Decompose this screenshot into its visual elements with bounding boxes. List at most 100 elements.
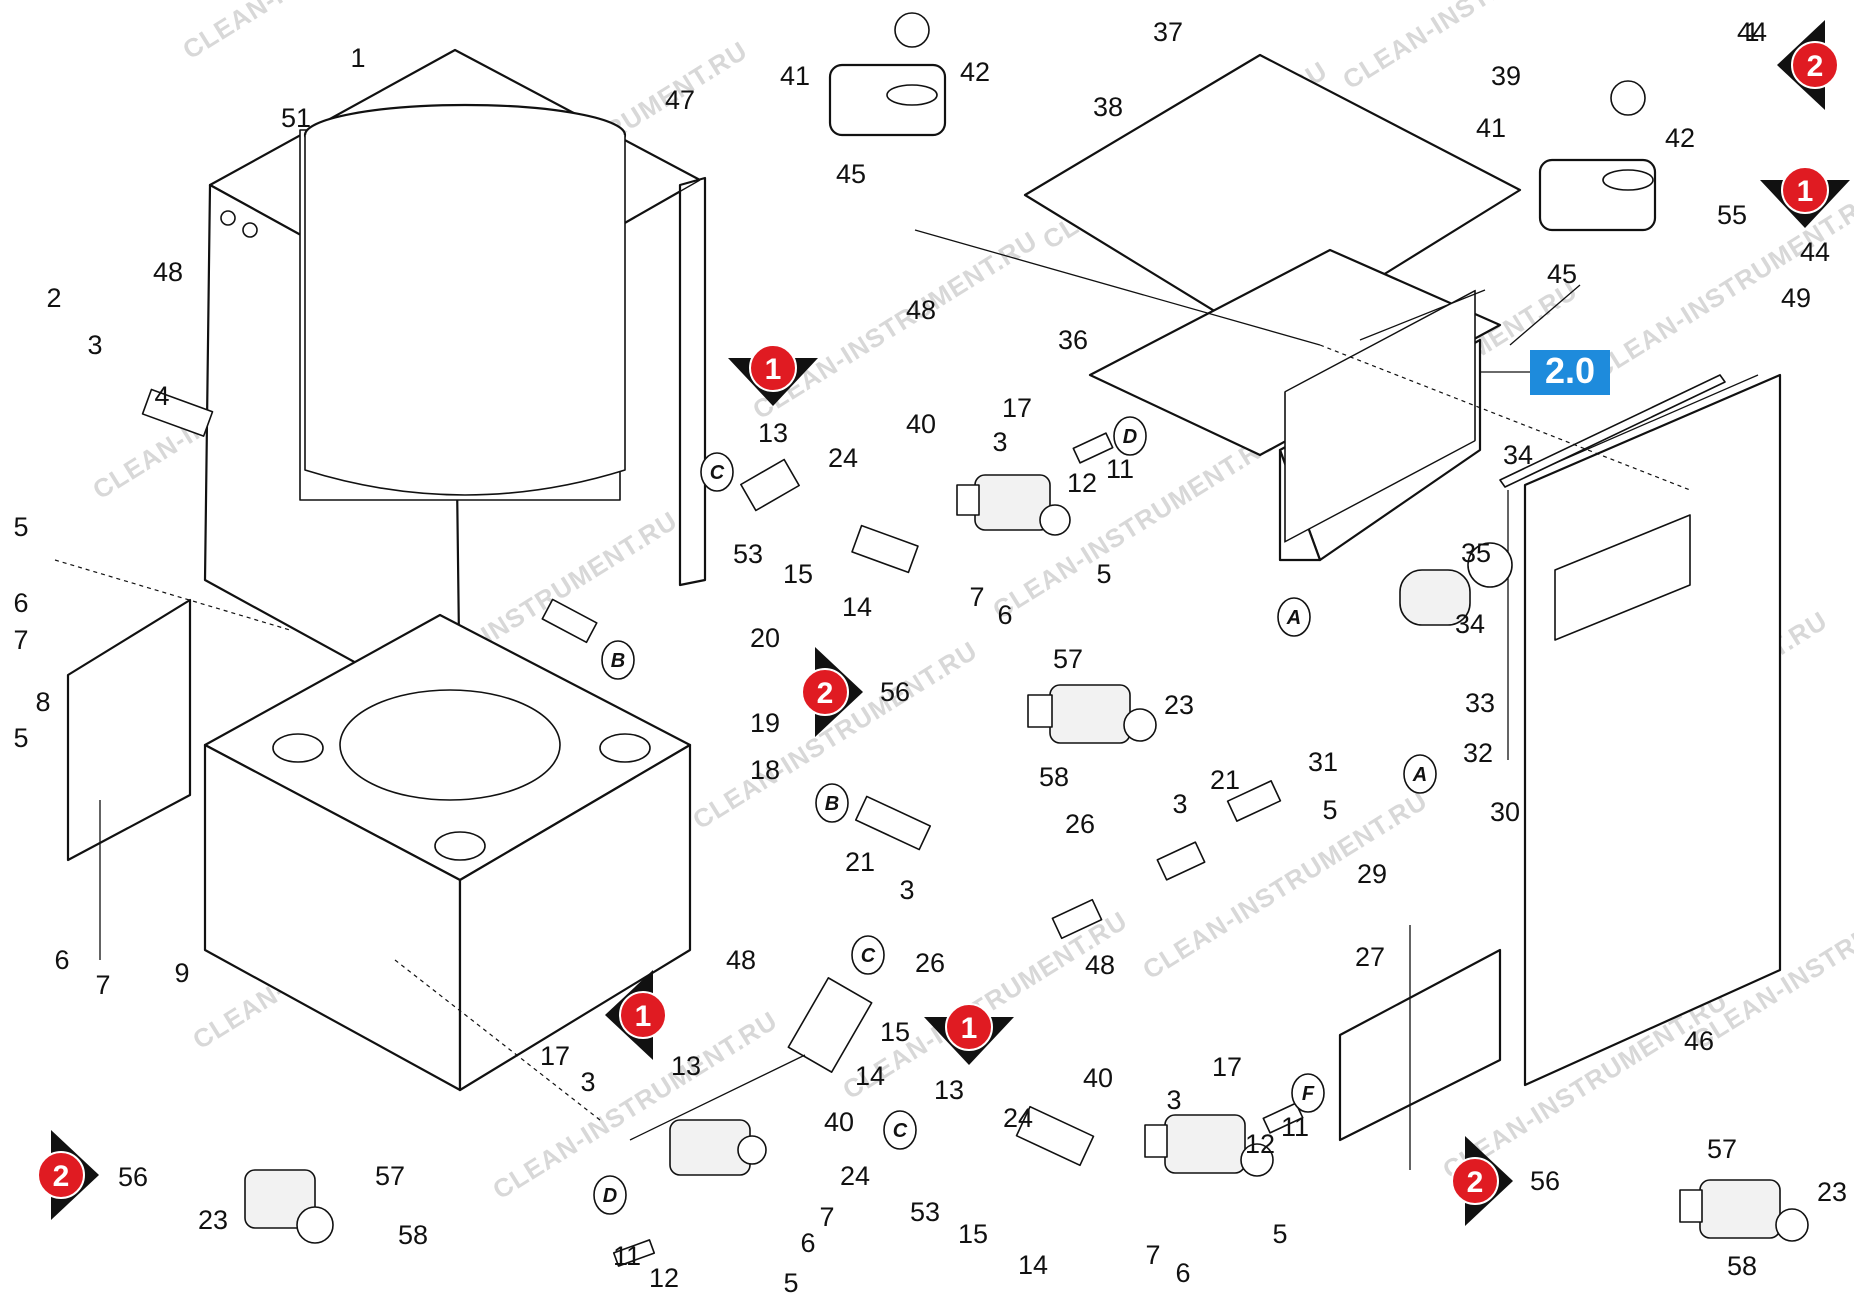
callout-7: 7 <box>95 970 110 1000</box>
callout-12: 12 <box>1245 1129 1275 1159</box>
callout-7: 7 <box>1145 1240 1160 1270</box>
callout-14: 14 <box>1018 1250 1048 1280</box>
callout-58: 58 <box>398 1220 428 1250</box>
callout-58: 58 <box>1727 1251 1757 1281</box>
marker-2-badge <box>801 668 849 716</box>
callout-26: 26 <box>915 948 945 978</box>
callout-11: 11 <box>1281 1112 1309 1142</box>
callout-48: 48 <box>153 257 183 287</box>
callout-36: 36 <box>1058 325 1088 355</box>
pump-assemblies <box>244 474 1809 1244</box>
callout-3: 3 <box>899 875 914 905</box>
ref-letter-c-circle <box>700 452 734 492</box>
marker-1-badge <box>1781 166 1829 214</box>
callout-5: 5 <box>13 512 28 542</box>
ref-letter-a: A <box>1412 764 1427 786</box>
callout-5: 5 <box>1272 1219 1287 1249</box>
ref-letter-c: C <box>861 945 876 967</box>
ref-letter-a-circle <box>1277 597 1311 637</box>
callout-17: 17 <box>1002 393 1032 423</box>
callout-23: 23 <box>198 1205 228 1235</box>
callout-56: 56 <box>1530 1166 1560 1196</box>
callout-40: 40 <box>824 1107 854 1137</box>
hoses-and-tubes <box>141 388 1304 1267</box>
callout-45: 45 <box>836 159 866 189</box>
callout-34: 34 <box>1455 609 1485 639</box>
callout-4: 4 <box>154 381 169 411</box>
callout-39: 39 <box>1491 61 1521 91</box>
callout-56: 56 <box>880 677 910 707</box>
callout-17: 17 <box>1212 1052 1242 1082</box>
callout-40: 40 <box>906 409 936 439</box>
callout-6: 6 <box>54 945 69 975</box>
callout-5: 5 <box>1096 559 1111 589</box>
callout-42: 42 <box>960 57 990 87</box>
callout-47: 47 <box>665 85 695 115</box>
callout-41: 41 <box>780 61 810 91</box>
callout-17: 17 <box>540 1041 570 1071</box>
callout-9: 9 <box>174 958 189 988</box>
ref-letter-d: D <box>1123 426 1137 448</box>
callout-7: 7 <box>969 582 984 612</box>
callout-7: 7 <box>819 1202 834 1232</box>
callout-29: 29 <box>1357 859 1387 889</box>
ref-letter-c: C <box>893 1120 908 1142</box>
callout-23: 23 <box>1817 1177 1847 1207</box>
callout-20: 20 <box>750 623 780 653</box>
callout-3: 3 <box>87 330 102 360</box>
ref-letter-b-circle <box>815 783 849 823</box>
ref-letter-b-circle <box>601 640 635 680</box>
ref-letter-b: B <box>825 793 839 815</box>
ref-letter-c: C <box>710 462 725 484</box>
callout-5: 5 <box>783 1268 798 1298</box>
callout-6: 6 <box>997 600 1012 630</box>
callout-5: 5 <box>13 723 28 753</box>
callout-55: 55 <box>1717 200 1747 230</box>
marker-2-badge <box>1791 41 1839 89</box>
callout-30: 30 <box>1490 797 1520 827</box>
callout-31: 31 <box>1308 747 1338 777</box>
callout-48: 48 <box>1085 950 1115 980</box>
callout-53: 53 <box>733 539 763 569</box>
callout-13: 13 <box>934 1075 964 1105</box>
callout-42: 42 <box>1665 123 1695 153</box>
callout-3: 3 <box>580 1067 595 1097</box>
callout-6: 6 <box>800 1228 815 1258</box>
callout-53: 53 <box>910 1197 940 1227</box>
callout-12: 12 <box>1067 468 1097 498</box>
callout-6: 6 <box>1175 1258 1190 1288</box>
callout-48: 48 <box>906 295 936 325</box>
callout-11: 11 <box>1106 454 1134 484</box>
watermark-text: CLEAN-INSTRUMENT.RU <box>1337 0 1632 95</box>
marker-1-badge <box>945 1003 993 1051</box>
assembly-tag-text: 2.0 <box>1545 350 1595 391</box>
marker-1-badge <box>749 344 797 392</box>
callout-15: 15 <box>783 559 813 589</box>
ref-letter-f: F <box>1302 1083 1315 1105</box>
control-housing <box>1023 53 1522 562</box>
callout-24: 24 <box>1003 1103 1033 1133</box>
callout-1: 1 <box>1744 17 1759 47</box>
ref-letter-d-circle <box>593 1175 627 1215</box>
callout-57: 57 <box>1707 1134 1737 1164</box>
ref-letter-f-circle <box>1291 1073 1325 1113</box>
callout-44: 44 <box>1737 17 1767 47</box>
watermark-text: CLEAN-INSTRUMENT.RU <box>177 0 472 65</box>
callout-6: 6 <box>13 588 28 618</box>
callout-41: 41 <box>1476 113 1506 143</box>
ref-letter-c-circle <box>851 935 885 975</box>
callout-51: 51 <box>281 103 311 133</box>
reference-markers: 12 1 12 2 21 <box>37 20 1850 1226</box>
marker-2-badge <box>1451 1157 1499 1205</box>
callout-56: 56 <box>118 1162 148 1192</box>
marker-1-label: 1 <box>1797 175 1814 208</box>
callout-3: 3 <box>992 427 1007 457</box>
callout-1: 1 <box>350 43 365 73</box>
plate <box>1338 948 1502 1142</box>
side-panel <box>66 598 192 862</box>
callout-21: 21 <box>1210 765 1240 795</box>
marker-2-label: 2 <box>817 677 834 710</box>
callout-40: 40 <box>1083 1063 1113 1093</box>
